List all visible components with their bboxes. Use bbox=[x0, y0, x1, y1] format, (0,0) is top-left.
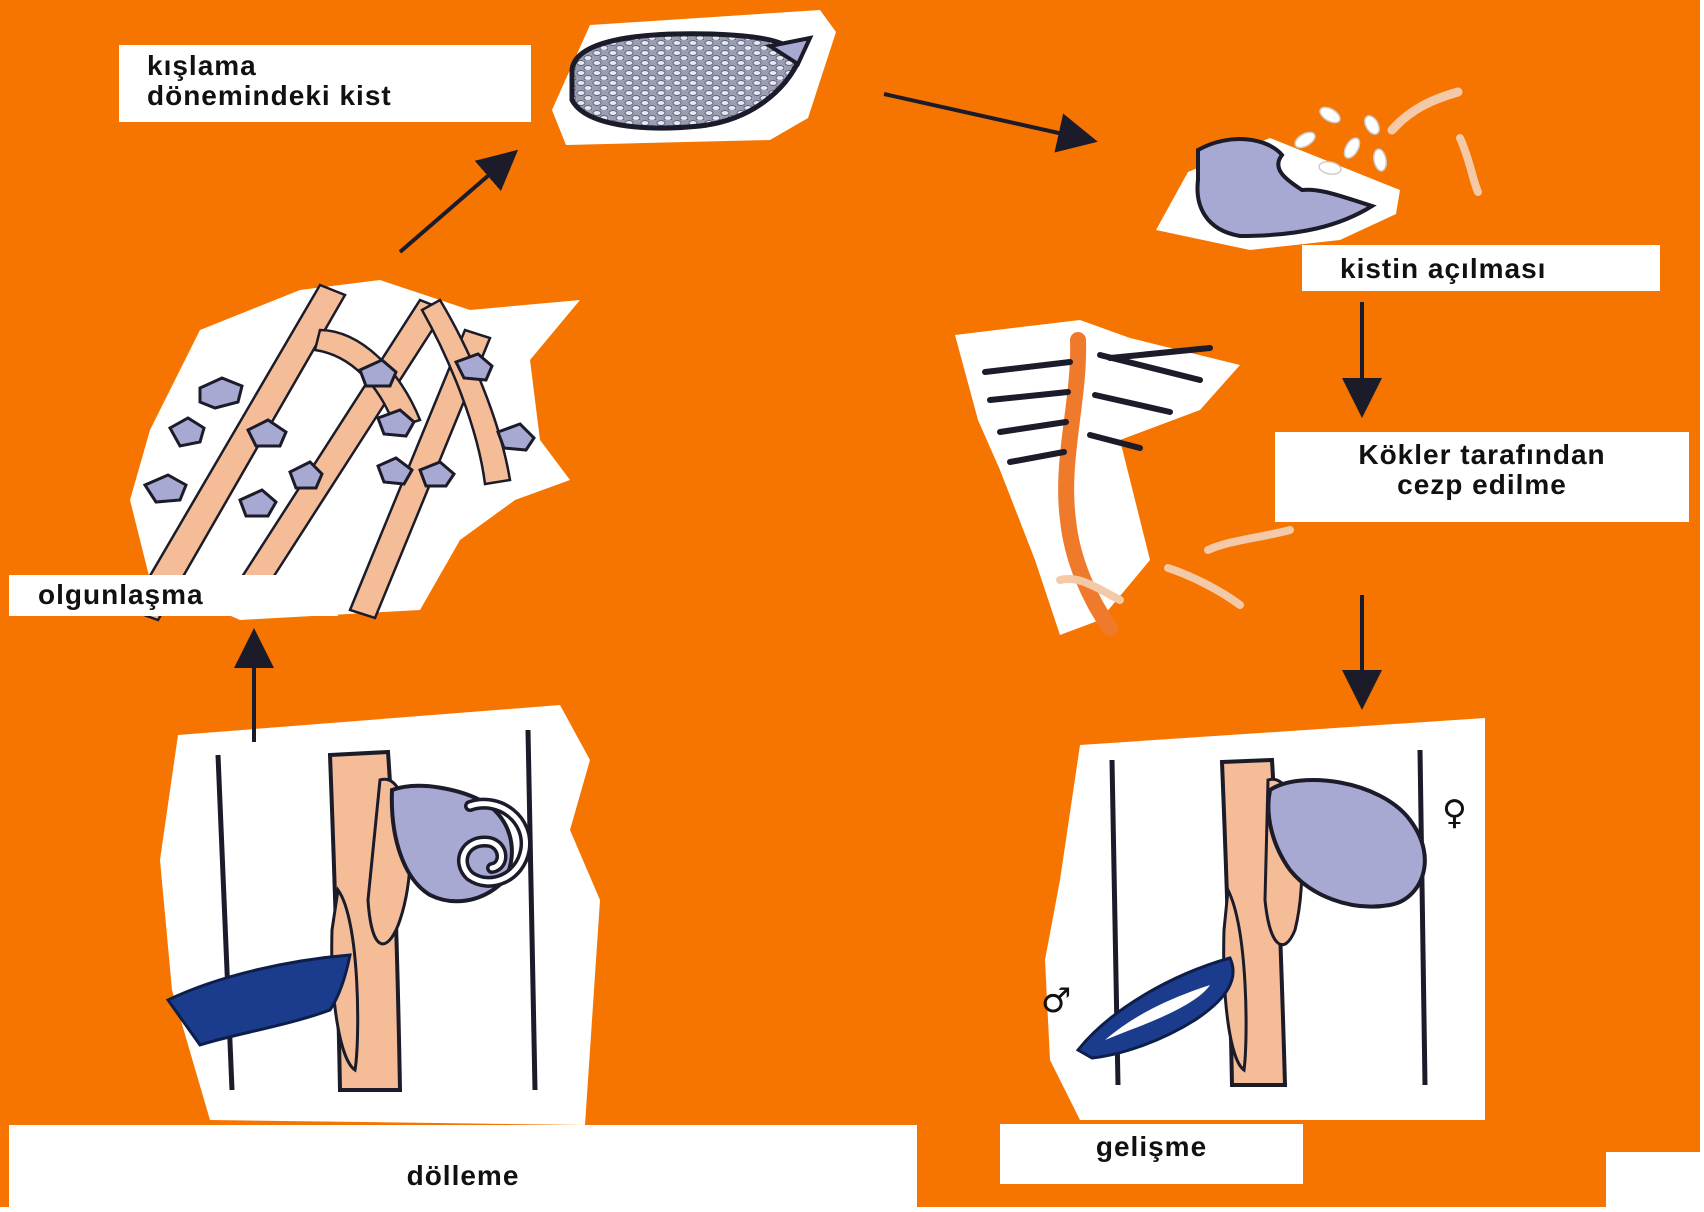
right-margin bbox=[1700, 0, 1704, 1207]
label-acilma-text: kistin açılması bbox=[1340, 253, 1546, 284]
label-cezp-line1: Kökler tarafından bbox=[1275, 440, 1689, 470]
label-cezp-line2: cezp edilme bbox=[1275, 470, 1689, 500]
label-dolleme-text: dölleme bbox=[407, 1160, 520, 1191]
winter-cyst-illustration bbox=[552, 10, 836, 145]
label-cezp: Kökler tarafından cezp edilme bbox=[1275, 432, 1689, 522]
label-kislama-line2: dönemindeki kist bbox=[147, 81, 531, 111]
male-symbol: ♂ bbox=[1041, 984, 1071, 1018]
label-gelisme-text: gelişme bbox=[1096, 1131, 1207, 1162]
label-olgunlasma: olgunlaşma bbox=[9, 575, 338, 616]
label-olgunlasma-text: olgunlaşma bbox=[38, 579, 204, 610]
label-kislama: kışlama dönemindeki kist bbox=[119, 45, 531, 122]
label-gelisme: gelişme bbox=[1000, 1124, 1303, 1184]
development-illustration bbox=[1045, 718, 1485, 1120]
bottom-right-patch bbox=[1606, 1152, 1704, 1207]
label-acilma: kistin açılması bbox=[1302, 245, 1660, 291]
label-kislama-line1: kışlama bbox=[147, 51, 531, 81]
label-dolleme: dölleme bbox=[9, 1125, 917, 1207]
fertilization-illustration bbox=[160, 705, 600, 1125]
female-symbol: ♀ bbox=[1442, 796, 1467, 830]
